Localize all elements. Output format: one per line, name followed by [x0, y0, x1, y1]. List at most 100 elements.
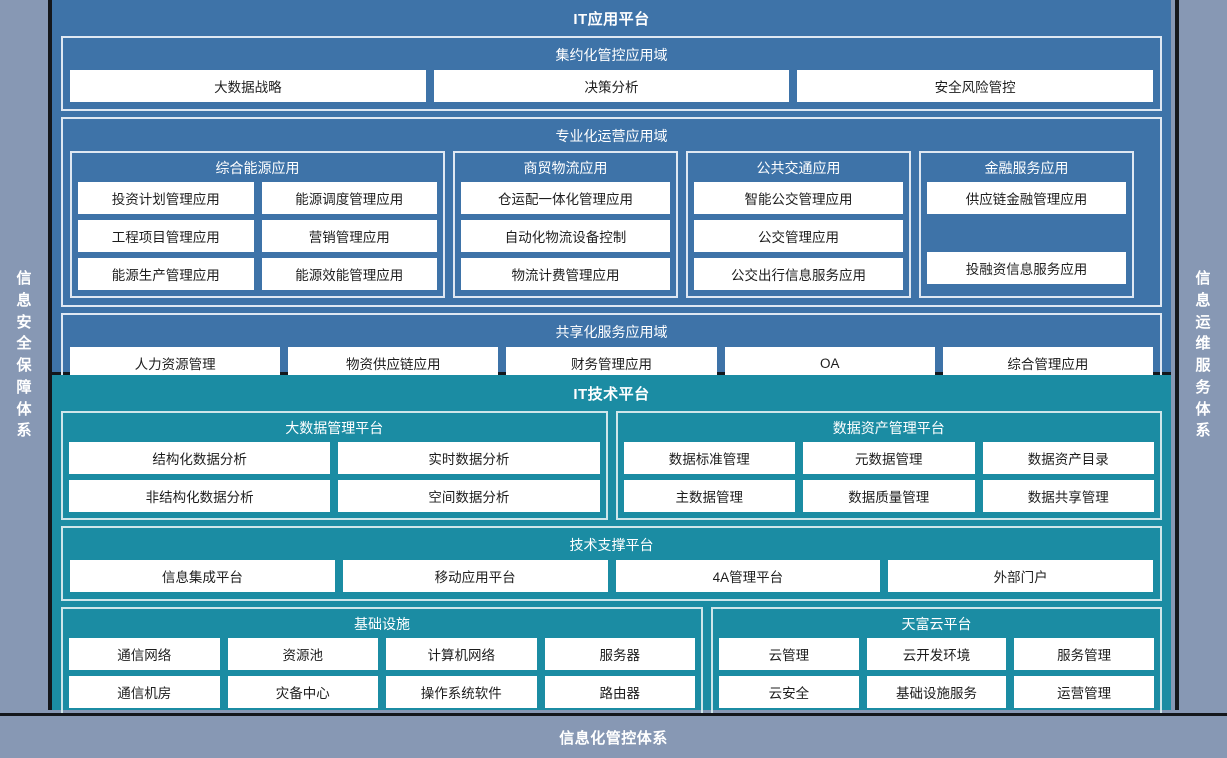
subgroup-title: 综合能源应用: [215, 160, 300, 176]
chip-investment-financing-information-service[interactable]: 投融资信息服务应用: [927, 252, 1126, 284]
bottom-bar-label: 信息化管控体系: [559, 729, 668, 747]
chip-cloud-management[interactable]: 云管理: [719, 638, 859, 670]
domain-title: 集约化管控应用域: [555, 47, 668, 63]
chip-row: 公交出行信息服务应用: [694, 258, 903, 290]
it-application-platform-title: IT应用平台: [573, 11, 650, 28]
subgroup-title: 金融服务应用: [984, 160, 1069, 176]
chip-realtime-data-analysis[interactable]: 实时数据分析: [338, 442, 600, 474]
subgroup-public-transport: 公共交通应用 智能公交管理应用 公交管理应用 公交出行信息服务应用: [686, 151, 911, 298]
chip-data-asset-catalog[interactable]: 数据资产目录: [982, 442, 1154, 474]
chip-big-data-strategy[interactable]: 大数据战略: [70, 70, 426, 102]
chip-external-portal[interactable]: 外部门户: [888, 560, 1153, 592]
chip-row: 结构化数据分析 实时数据分析: [69, 442, 600, 474]
subgroup-trade-logistics: 商贸物流应用 仓运配一体化管理应用 自动化物流设备控制 物流计费管理应用: [453, 151, 678, 298]
chip-decision-analysis[interactable]: 决策分析: [433, 70, 790, 102]
chip-cloud-development-environment[interactable]: 云开发环境: [866, 638, 1007, 670]
chip-row: 通信机房 灾备中心 操作系统软件 路由器: [69, 676, 695, 708]
chip-4a-management-platform[interactable]: 4A管理平台: [615, 560, 881, 592]
chip-engineering-project-management[interactable]: 工程项目管理应用: [78, 220, 254, 252]
chip-bus-management[interactable]: 公交管理应用: [694, 220, 903, 252]
chip-row: 云管理 云开发环境 服务管理: [719, 638, 1155, 670]
domain-professional-operations: 专业化运营应用域 综合能源应用 投资计划管理应用 能源调度管理应用 工程项目管理…: [61, 117, 1162, 307]
chip-integrated-warehouse-transport[interactable]: 仓运配一体化管理应用: [461, 182, 670, 214]
domain-title: 专业化运营应用域: [555, 128, 668, 144]
chip-master-data-management[interactable]: 主数据管理: [623, 480, 795, 512]
domain-title: 技术支撑平台: [569, 537, 654, 553]
chip-service-management[interactable]: 服务管理: [1014, 638, 1155, 670]
chip-row: 自动化物流设备控制: [461, 220, 670, 252]
subgroup-integrated-energy: 综合能源应用 投资计划管理应用 能源调度管理应用 工程项目管理应用 营销管理应用: [70, 151, 445, 298]
chip-supply-chain-finance-management[interactable]: 供应链金融管理应用: [927, 182, 1126, 214]
it-application-platform: IT应用平台 集约化管控应用域 大数据战略 决策分析 安全风险管控 专业化运营应…: [52, 0, 1171, 388]
chip-automated-logistics-equipment-control[interactable]: 自动化物流设备控制: [461, 220, 670, 252]
chip-operating-system-software[interactable]: 操作系统软件: [386, 676, 537, 708]
chip-bus-travel-information-service[interactable]: 公交出行信息服务应用: [694, 258, 903, 290]
chip-row: 非结构化数据分析 空间数据分析: [69, 480, 600, 512]
chip-infrastructure-service[interactable]: 基础设施服务: [866, 676, 1007, 708]
platform-stack: IT应用平台 集约化管控应用域 大数据战略 决策分析 安全风险管控 专业化运营应…: [52, 0, 1171, 716]
subgroup-title: 基础设施: [354, 616, 410, 632]
chip-unstructured-data-analysis[interactable]: 非结构化数据分析: [69, 480, 331, 512]
chip-row: [927, 220, 1126, 246]
chip-row: 智能公交管理应用: [694, 182, 903, 214]
side-panel-it-operations: 信息运维服务体系: [1175, 0, 1227, 710]
chip-structured-data-analysis[interactable]: 结构化数据分析: [69, 442, 331, 474]
chip-row: 主数据管理 数据质量管理 数据共享管理: [623, 480, 1154, 512]
chip-security-risk-control[interactable]: 安全风险管控: [797, 70, 1154, 102]
chip-resource-pool[interactable]: 资源池: [227, 638, 378, 670]
side-panel-information-security: 信息安全保障体系: [0, 0, 52, 710]
subgroup-title: 数据资产管理平台: [832, 420, 945, 436]
subgroup-tianfu-cloud-platform: 天富云平台 云管理 云开发环境 服务管理 云安全 基础设施服务 运营管理: [711, 607, 1162, 716]
subgroup-title: 天富云平台: [901, 616, 972, 632]
bottom-bar-informatization-governance: 信息化管控体系: [0, 713, 1227, 758]
chip-metadata-management[interactable]: 元数据管理: [803, 442, 975, 474]
subgroup-data-asset-management-platform: 数据资产管理平台 数据标准管理 元数据管理 数据资产目录 主数据管理 数据质量管…: [615, 411, 1162, 520]
chip-information-integration-platform[interactable]: 信息集成平台: [70, 560, 335, 592]
chip-mobile-application-platform[interactable]: 移动应用平台: [342, 560, 608, 592]
chip-row: 大数据战略 决策分析 安全风险管控: [70, 70, 1154, 102]
chip-smart-bus-management[interactable]: 智能公交管理应用: [694, 182, 903, 214]
chip-row: 人力资源管理 物资供应链应用 财务管理应用 OA 综合管理应用: [70, 347, 1154, 379]
chip-row: 信息集成平台 移动应用平台 4A管理平台 外部门户: [70, 560, 1153, 592]
subgroup-row: 大数据管理平台 结构化数据分析 实时数据分析 非结构化数据分析 空间数据分析 数…: [61, 411, 1162, 520]
chip-communication-network[interactable]: 通信网络: [69, 638, 220, 670]
chip-row: 供应链金融管理应用: [927, 182, 1126, 214]
chip-comprehensive-management[interactable]: 综合管理应用: [942, 347, 1154, 379]
chip-marketing-management[interactable]: 营销管理应用: [261, 220, 437, 252]
chip-energy-dispatch-management[interactable]: 能源调度管理应用: [261, 182, 437, 214]
chip-data-sharing-management[interactable]: 数据共享管理: [982, 480, 1154, 512]
chip-communication-room[interactable]: 通信机房: [69, 676, 220, 708]
chip-computer-network[interactable]: 计算机网络: [386, 638, 537, 670]
chip-data-quality-management[interactable]: 数据质量管理: [803, 480, 975, 512]
chip-data-standard-management[interactable]: 数据标准管理: [623, 442, 795, 474]
chip-cloud-security[interactable]: 云安全: [719, 676, 859, 708]
chip-human-resource-management[interactable]: 人力资源管理: [70, 347, 281, 379]
chip-spatial-data-analysis[interactable]: 空间数据分析: [338, 480, 600, 512]
chip-row: 数据标准管理 元数据管理 数据资产目录: [623, 442, 1154, 474]
domain-shared-services: 共享化服务应用域 人力资源管理 物资供应链应用 财务管理应用 OA 综合管理应用: [61, 313, 1162, 388]
chip-row: 通信网络 资源池 计算机网络 服务器: [69, 638, 695, 670]
chip-energy-efficiency-management[interactable]: 能源效能管理应用: [261, 258, 437, 290]
side-panel-right-label: 信息运维服务体系: [1195, 270, 1211, 440]
subgroup-title: 商贸物流应用: [523, 160, 608, 176]
side-panel-left-label: 信息安全保障体系: [16, 270, 32, 440]
it-technology-platform: IT技术平台 大数据管理平台 结构化数据分析 实时数据分析 非结构化数据分析 空…: [52, 375, 1171, 716]
chip-server[interactable]: 服务器: [544, 638, 695, 670]
chip-logistics-billing-management[interactable]: 物流计费管理应用: [461, 258, 670, 290]
chip-finance-management[interactable]: 财务管理应用: [506, 347, 717, 379]
domain-technical-support-platform: 技术支撑平台 信息集成平台 移动应用平台 4A管理平台 外部门户: [61, 526, 1162, 601]
chip-row: 云安全 基础设施服务 运营管理: [719, 676, 1155, 708]
chip-operation-management[interactable]: 运营管理: [1014, 676, 1155, 708]
it-technology-platform-title: IT技术平台: [573, 386, 650, 403]
chip-router[interactable]: 路由器: [544, 676, 695, 708]
domain-intensive-management: 集约化管控应用域 大数据战略 决策分析 安全风险管控: [61, 36, 1162, 111]
subgroup-title: 公共交通应用: [756, 160, 841, 176]
chip-energy-production-management[interactable]: 能源生产管理应用: [78, 258, 254, 290]
subgroup-infrastructure: 基础设施 通信网络 资源池 计算机网络 服务器 通信机房 灾备中心 操作系统软件: [61, 607, 703, 716]
chip-investment-plan-management[interactable]: 投资计划管理应用: [78, 182, 254, 214]
chip-disaster-recovery-center[interactable]: 灾备中心: [227, 676, 378, 708]
subgroup-title: 大数据管理平台: [285, 420, 384, 436]
chip-row: 物流计费管理应用: [461, 258, 670, 290]
chip-row: 仓运配一体化管理应用: [461, 182, 670, 214]
